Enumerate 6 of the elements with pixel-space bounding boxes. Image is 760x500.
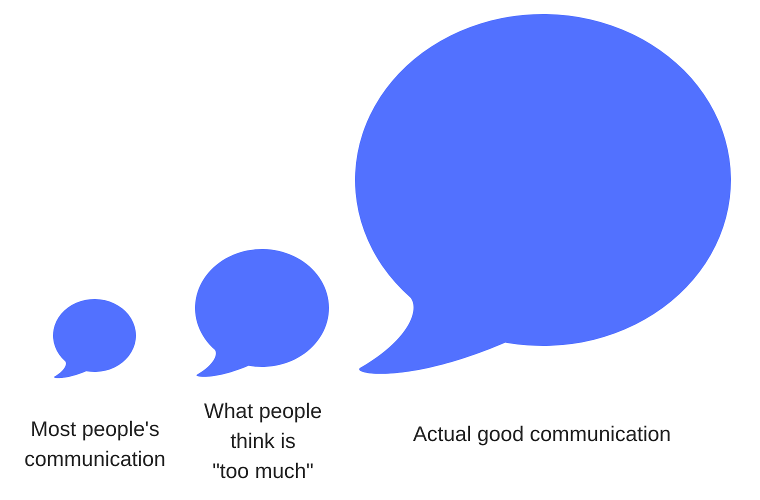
bubble-caption: What people think is "too much" bbox=[203, 399, 323, 485]
bubble-caption: Most people's communication bbox=[23, 417, 167, 473]
speech-bubble bbox=[354, 14, 731, 374]
speech-bubble bbox=[52, 299, 136, 378]
speech-bubble bbox=[194, 249, 329, 378]
bubble-caption: Actual good communication bbox=[412, 422, 672, 448]
